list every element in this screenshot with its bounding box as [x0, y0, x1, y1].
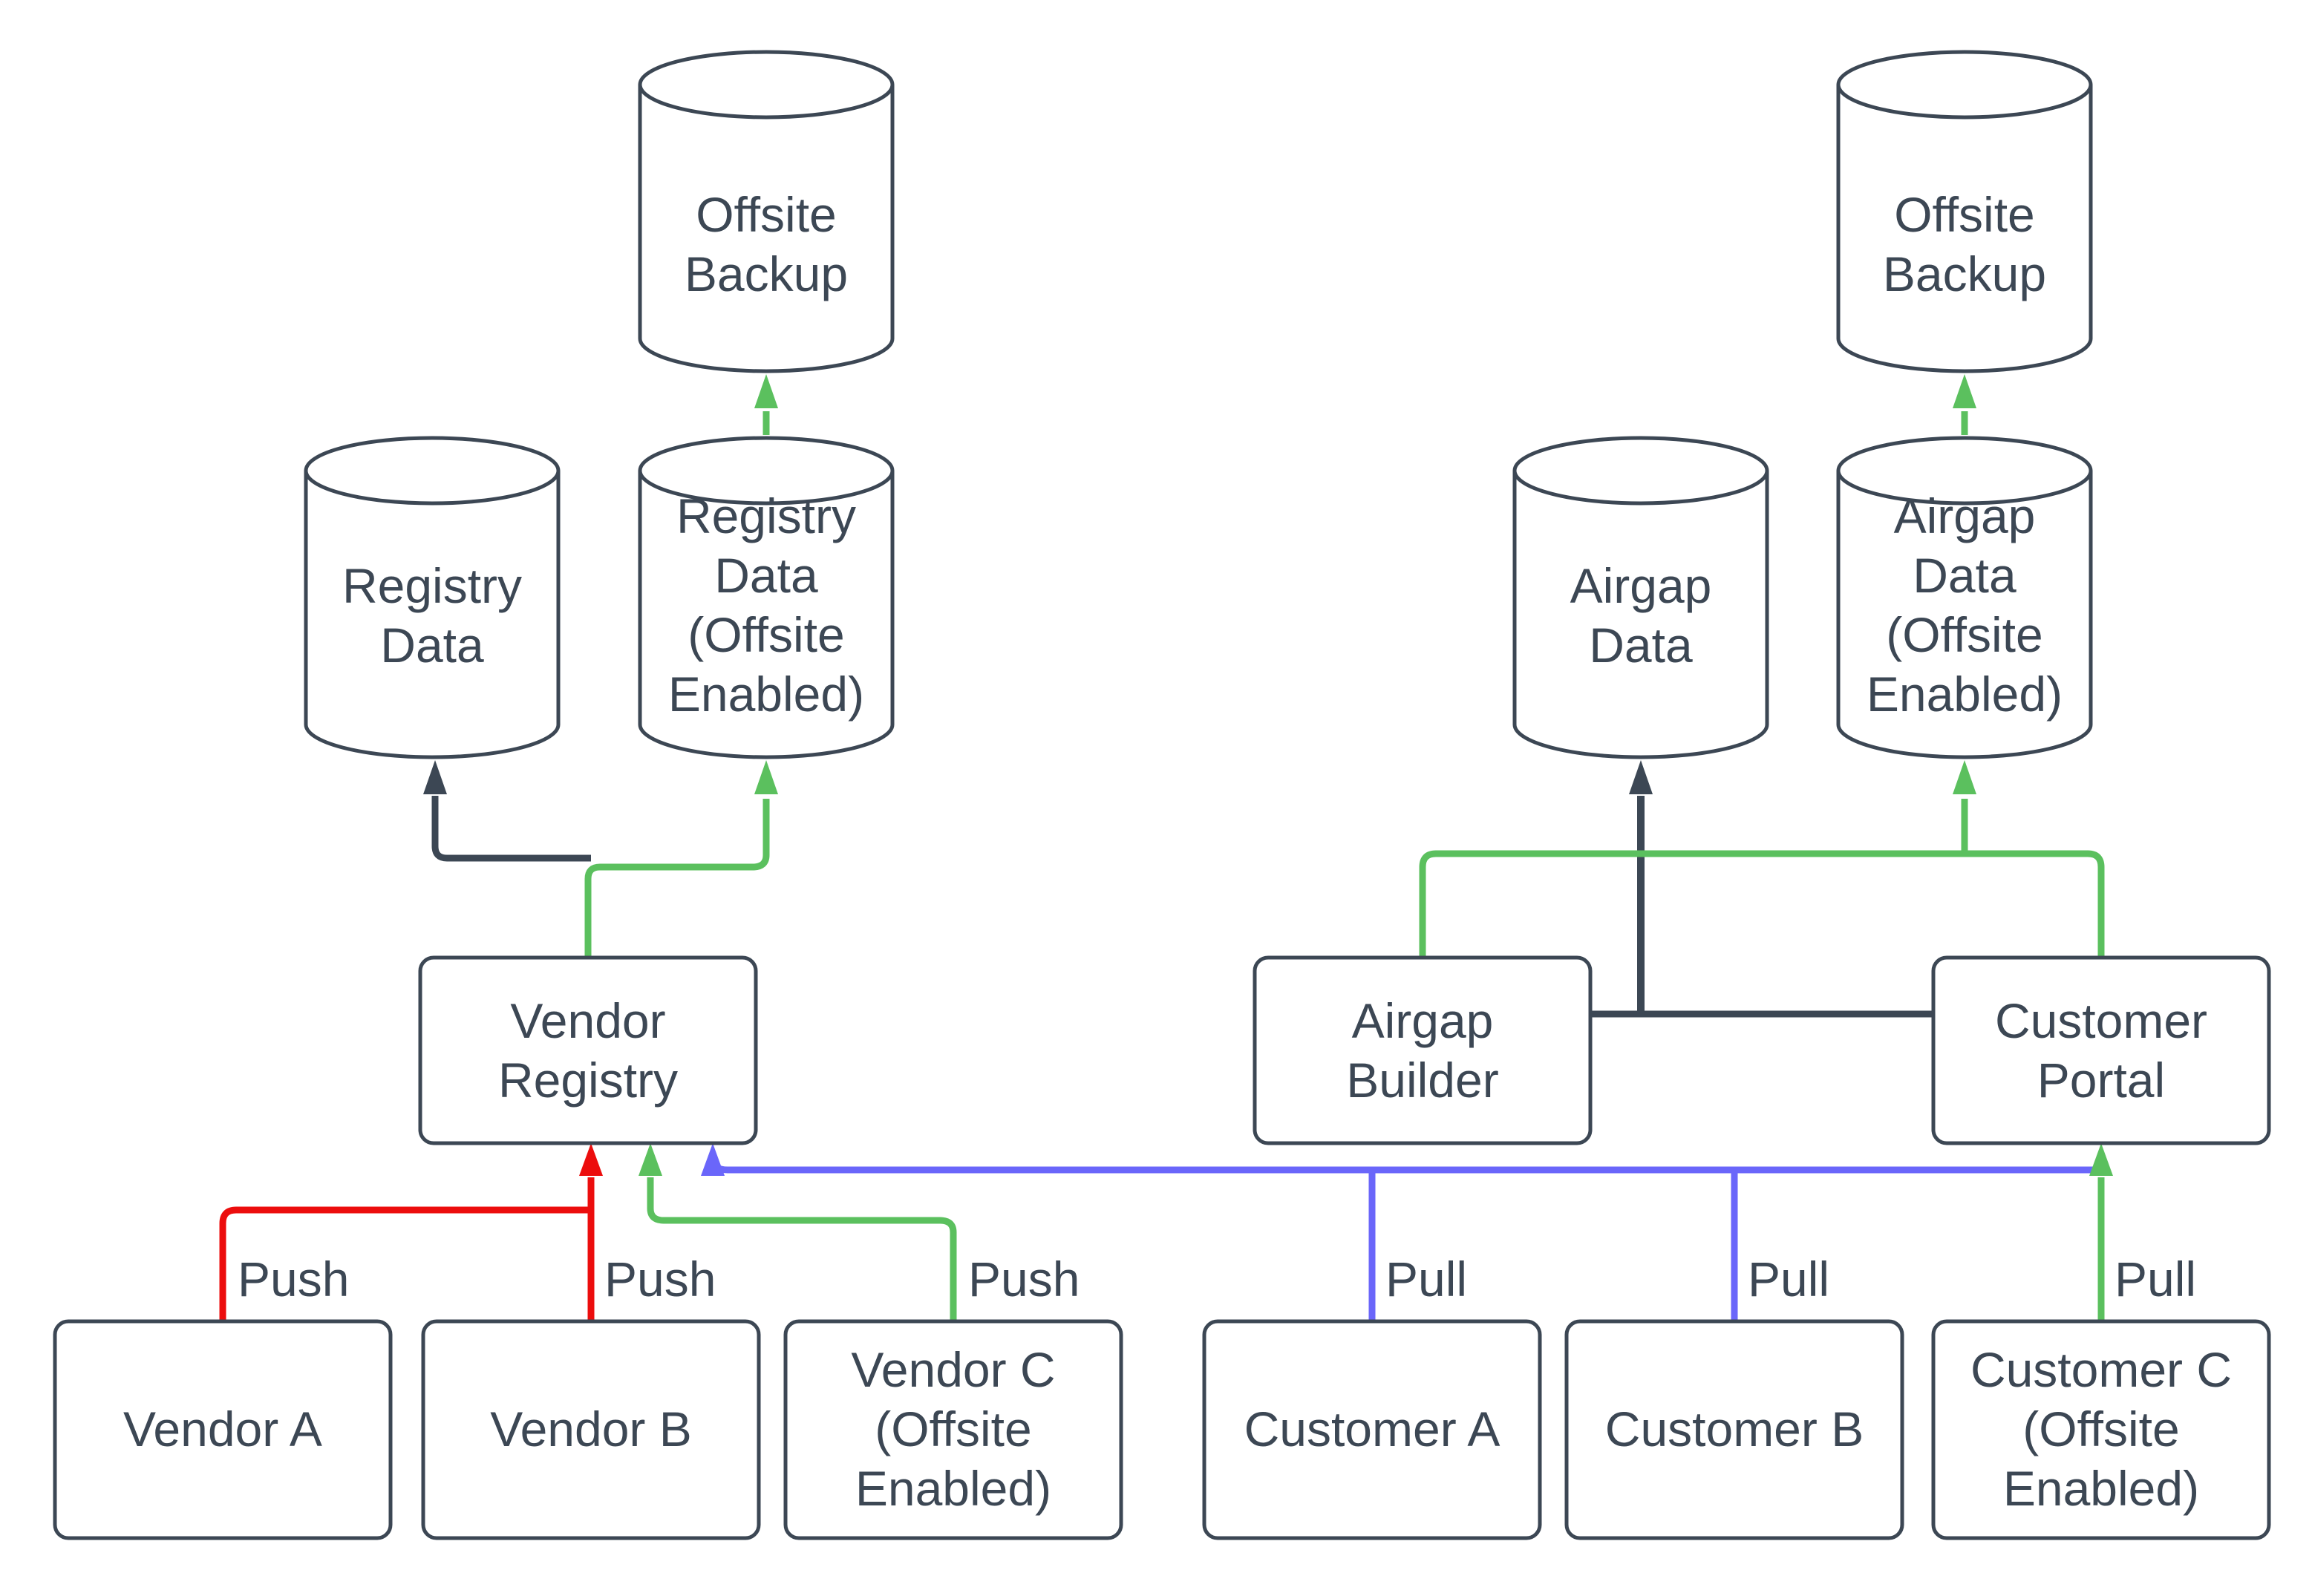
- edge-label-customer-b-pull: Pull: [1748, 1252, 1830, 1306]
- arrowhead-airgap-data: [1629, 760, 1653, 794]
- arrowhead-registry-data-offsite: [754, 760, 778, 794]
- label-vendor-a: Vendor A: [123, 1402, 322, 1456]
- cylinder-top: [1836, 436, 2093, 506]
- cylinder-body: [304, 471, 561, 759]
- box-vendor-registry: [418, 955, 758, 1145]
- arrowhead-offsite-backup-right: [1953, 374, 1976, 408]
- edge-vendor-a-push: [219, 1206, 588, 1321]
- box-vendor-a: [53, 1319, 393, 1540]
- edge-vendor-registry-to-registry-data: [431, 796, 591, 862]
- box-customer-b: [1564, 1319, 1904, 1540]
- label-customer-portal: Customer Portal: [1994, 992, 2208, 1107]
- label-vendor-registry: Vendor Registry: [497, 992, 679, 1107]
- edge-vendor-c-push: [647, 1177, 957, 1321]
- box-airgap-builder: [1253, 955, 1593, 1145]
- label-customer-c: Customer C (Offsite Enabled): [1970, 1342, 2233, 1516]
- label-offsite-backup-left: Offsite Backup: [684, 187, 849, 301]
- arrowhead-push-vendor-registry: [579, 1143, 603, 1176]
- label-airgap-builder: Airgap Builder: [1346, 992, 1499, 1107]
- label-airgap-data: Airgap Data: [1570, 558, 1712, 673]
- cylinder-top: [304, 436, 561, 506]
- edge-pull-horizontal: [709, 1155, 2097, 1174]
- edge-label-vendor-a-push: Push: [238, 1252, 350, 1306]
- edge-label-vendor-b-push: Push: [604, 1252, 716, 1306]
- arrowhead-vendor-c-push: [639, 1143, 662, 1176]
- label-customer-b: Customer B: [1604, 1402, 1864, 1456]
- cylinder-top: [638, 436, 895, 506]
- cylinder-top: [1512, 436, 1769, 506]
- label-registry-data-offsite: Registry Data (Offsite Enabled): [667, 488, 865, 721]
- box-customer-a: [1202, 1319, 1542, 1540]
- cylinder-airgap-data-offsite: [1836, 436, 2093, 759]
- label-airgap-data-offsite: Airgap Data (Offsite Enabled): [1866, 488, 2063, 721]
- cylinder-top: [1836, 50, 2093, 120]
- cylinder-offsite-backup-right: [1836, 50, 2093, 373]
- arrowhead-pull-vendor-registry: [701, 1143, 725, 1176]
- arrowhead-registry-data: [423, 760, 447, 794]
- box-vendor-c: [783, 1319, 1123, 1540]
- cylinder-body: [1512, 471, 1769, 759]
- cylinder-top: [638, 50, 895, 120]
- edge-airgap-builder-customer-portal-green: [1419, 850, 2105, 958]
- box-customer-c: [1931, 1319, 2271, 1540]
- arrowhead-airgap-data-offsite: [1953, 760, 1976, 794]
- box-vendor-b: [421, 1319, 761, 1540]
- arrowhead-offsite-backup-left: [754, 374, 778, 408]
- cylinder-registry-data-offsite: [638, 436, 895, 759]
- label-offsite-backup-right: Offsite Backup: [1882, 187, 2047, 301]
- edge-label-customer-a-pull: Pull: [1385, 1252, 1468, 1306]
- label-vendor-c: Vendor C (Offsite Enabled): [851, 1342, 1056, 1516]
- cylinder-body: [1836, 471, 2093, 759]
- edge-vendor-registry-to-registry-data-offsite: [584, 799, 770, 958]
- cylinder-offsite-backup-left: [638, 50, 895, 373]
- label-customer-a: Customer A: [1244, 1402, 1500, 1456]
- box-customer-portal: [1931, 955, 2271, 1145]
- label-registry-data: Registry Data: [342, 558, 523, 673]
- arrowhead-customer-c-pull: [2089, 1143, 2113, 1176]
- cylinder-airgap-data: [1512, 436, 1769, 759]
- cylinder-body: [638, 85, 895, 373]
- edge-label-customer-c-pull: Pull: [2115, 1252, 2197, 1306]
- cylinder-registry-data: [304, 436, 561, 759]
- cylinder-body: [638, 471, 895, 759]
- cylinder-body: [1836, 85, 2093, 373]
- edge-label-vendor-c-push: Push: [968, 1252, 1080, 1306]
- label-vendor-b: Vendor B: [490, 1402, 692, 1456]
